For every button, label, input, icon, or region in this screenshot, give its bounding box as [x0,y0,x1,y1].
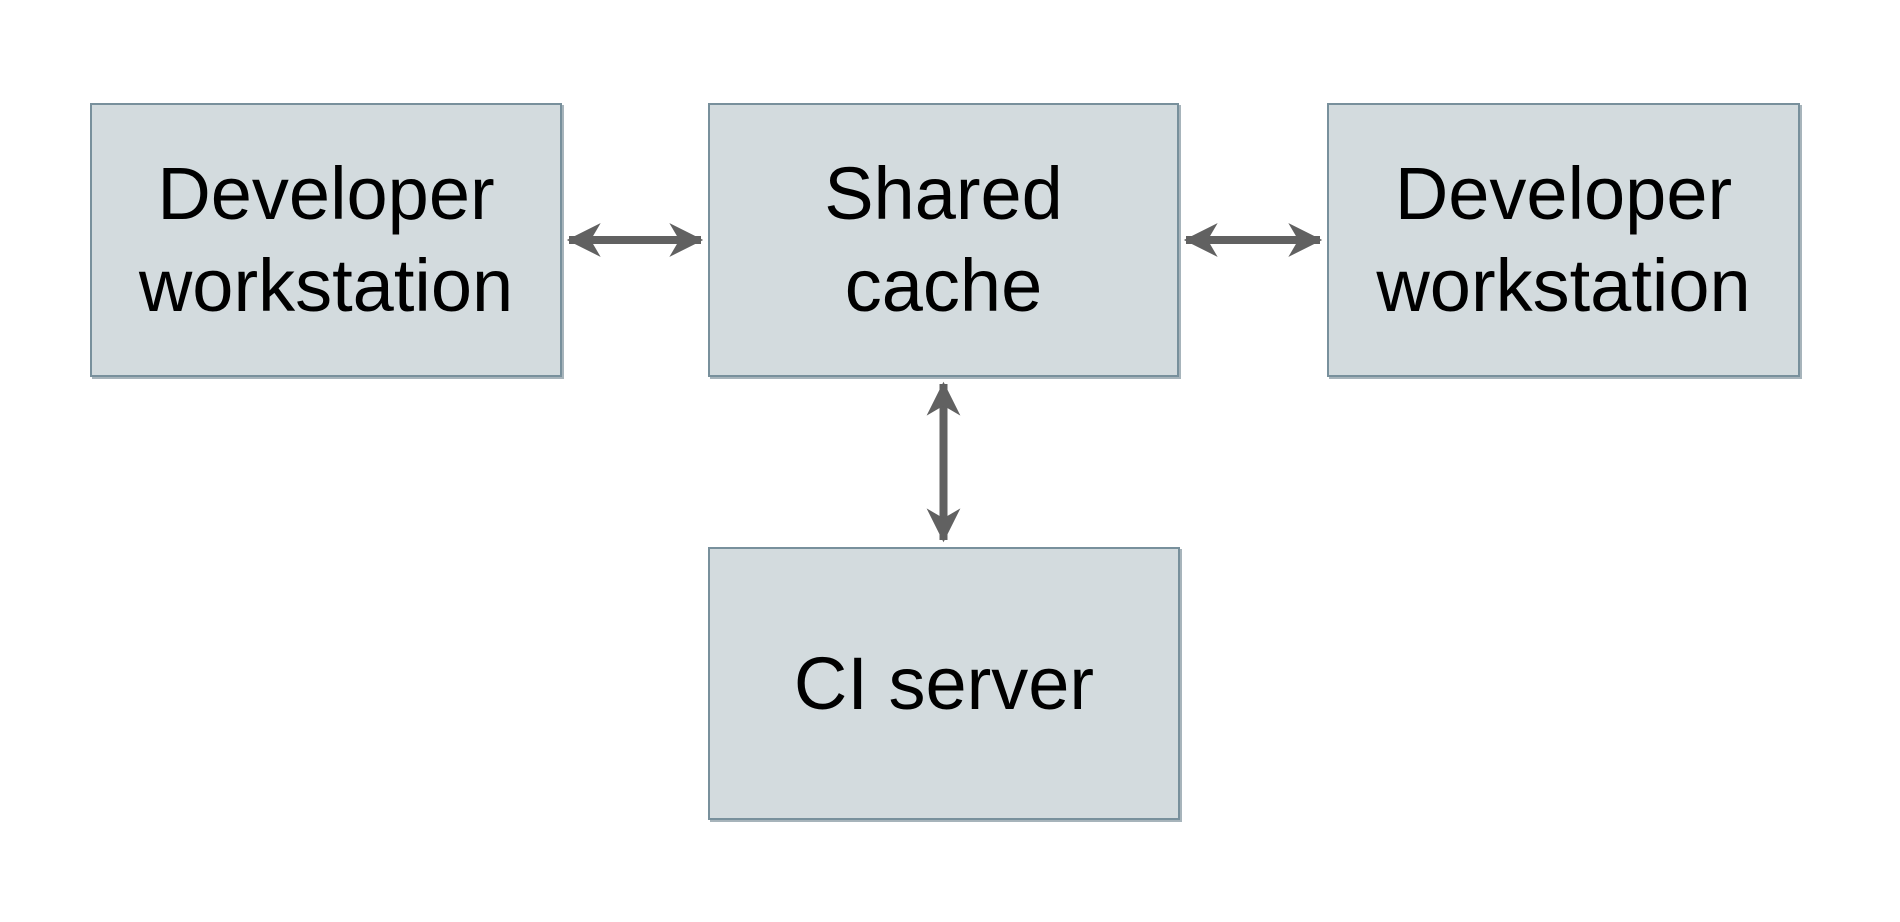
node-label: Developer workstation [1376,152,1751,327]
node-ci-server: CI server [708,547,1180,820]
node-developer-workstation-right: Developer workstation [1327,103,1800,377]
node-label: CI server [793,641,1095,725]
node-label: Developer workstation [138,152,514,327]
node-label: Shared cache [824,152,1063,327]
node-developer-workstation-left: Developer workstation [90,103,562,377]
node-shared-cache: Shared cache [708,103,1179,377]
